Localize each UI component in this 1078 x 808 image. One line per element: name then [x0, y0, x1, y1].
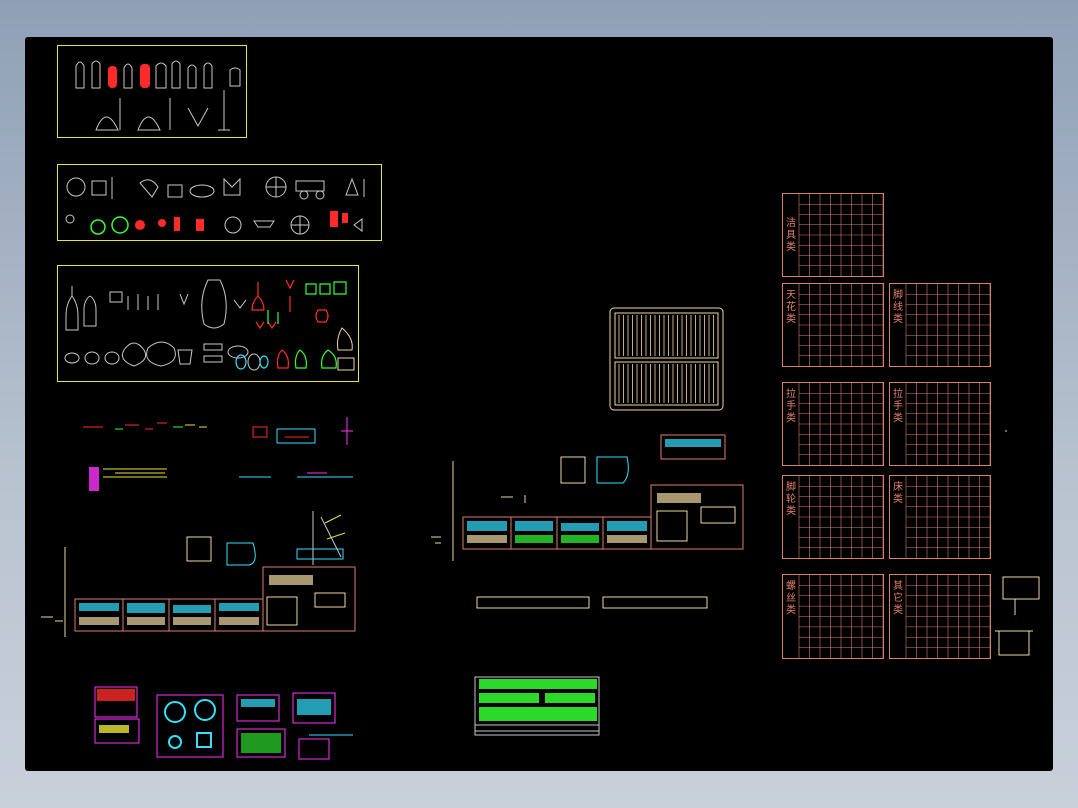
category-grid — [798, 476, 883, 558]
category-grid — [798, 284, 883, 366]
category-panel-handle-1[interactable]: 拉手类 — [782, 382, 884, 466]
category-grid — [798, 194, 883, 276]
category-grid — [905, 383, 990, 465]
category-grid — [798, 575, 883, 658]
category-panel-sanitary[interactable]: 洁具类 — [782, 193, 884, 277]
category-panel-bed[interactable]: 床类 — [889, 475, 991, 559]
category-grid — [905, 284, 990, 366]
category-label: 拉手类 — [786, 389, 796, 424]
category-panel-ceiling[interactable]: 天花类 — [782, 283, 884, 367]
category-panel-baseboard[interactable]: 脚线类 — [889, 283, 991, 367]
vase-block-panel[interactable] — [57, 265, 359, 382]
category-label: 拉手类 — [893, 389, 903, 424]
category-panel-handle-2[interactable]: 拉手类 — [889, 382, 991, 466]
category-grid — [905, 476, 990, 558]
statue-figures — [75, 60, 241, 131]
statue-block-panel[interactable] — [57, 45, 247, 138]
category-label: 脚线类 — [893, 290, 903, 325]
category-label: 洁具类 — [786, 218, 796, 253]
scattered-cad-elements — [41, 307, 1040, 760]
ornament-figures — [65, 176, 365, 235]
cad-drawing-canvas[interactable]: 洁具类 天花类 脚线类 拉手类 拉手类 脚轮类 床类 螺丝类 其它类 — [25, 37, 1053, 771]
category-label: 床类 — [893, 482, 903, 505]
category-grid — [798, 383, 883, 465]
category-grid — [905, 575, 990, 658]
category-label: 天花类 — [786, 290, 796, 325]
ornament-block-panel[interactable] — [57, 164, 382, 241]
category-label: 其它类 — [893, 581, 903, 616]
vase-figures — [64, 279, 355, 371]
category-panel-other[interactable]: 其它类 — [889, 574, 991, 659]
category-panel-caster[interactable]: 脚轮类 — [782, 475, 884, 559]
category-label: 脚轮类 — [786, 482, 796, 517]
category-label: 螺丝类 — [786, 581, 796, 616]
category-panel-screw[interactable]: 螺丝类 — [782, 574, 884, 659]
